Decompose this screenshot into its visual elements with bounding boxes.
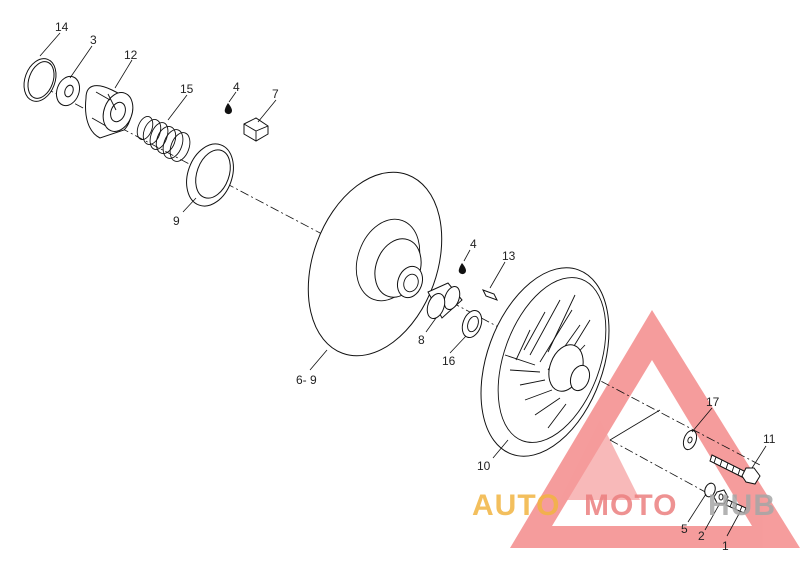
label-2: 2: [698, 529, 705, 543]
lock-washer-part: [704, 482, 716, 498]
spring-part: [136, 116, 191, 162]
key-part: [481, 289, 499, 301]
fixed-sheave-part: [480, 267, 610, 457]
movable-sheave-part: [307, 171, 443, 357]
label-16: 16: [442, 354, 456, 368]
watermark-word-moto: MOTO: [584, 489, 677, 522]
label-3: 3: [90, 33, 97, 47]
watermark-triangle: [510, 310, 800, 548]
watermark-word-hub: HUB: [708, 489, 776, 522]
thrust-washer-part: [461, 309, 483, 339]
label-12: 12: [124, 48, 138, 62]
label-17: 17: [706, 395, 720, 409]
label-6-9: 6- 9: [296, 373, 317, 387]
label-1: 1: [722, 539, 729, 553]
label-14: 14: [55, 20, 69, 34]
label-4-top: 4: [233, 80, 240, 94]
snap-ring-part: [23, 58, 57, 102]
label-4-mid: 4: [470, 237, 477, 251]
watermark-word-auto: AUTO: [472, 489, 560, 522]
cam-part: [85, 85, 134, 139]
label-5: 5: [681, 522, 688, 536]
slider-button-part: [243, 117, 269, 142]
short-bolt-part: [725, 499, 747, 514]
grease-drop-icon-2: [458, 263, 466, 275]
bolt-bracket: [609, 409, 661, 441]
watermark-wordmark: AUTO MOTO HUB: [472, 489, 776, 522]
long-bolt-part: [709, 454, 761, 485]
label-10: 10: [477, 459, 491, 473]
label-15: 15: [180, 82, 194, 96]
large-washer-part: [682, 429, 698, 451]
bushing-ring-part: [186, 143, 234, 207]
washer-part: [55, 75, 81, 107]
label-13: 13: [502, 249, 516, 263]
bushing-part: [426, 282, 463, 320]
grease-drop-icon: [224, 103, 232, 115]
leader-lines: [39, 32, 767, 537]
label-11: 11: [763, 432, 776, 446]
bolt-axis: [609, 439, 721, 501]
label-7: 7: [272, 87, 279, 101]
nut-part: [713, 489, 729, 505]
label-8: 8: [418, 333, 425, 347]
label-9: 9: [173, 214, 180, 228]
